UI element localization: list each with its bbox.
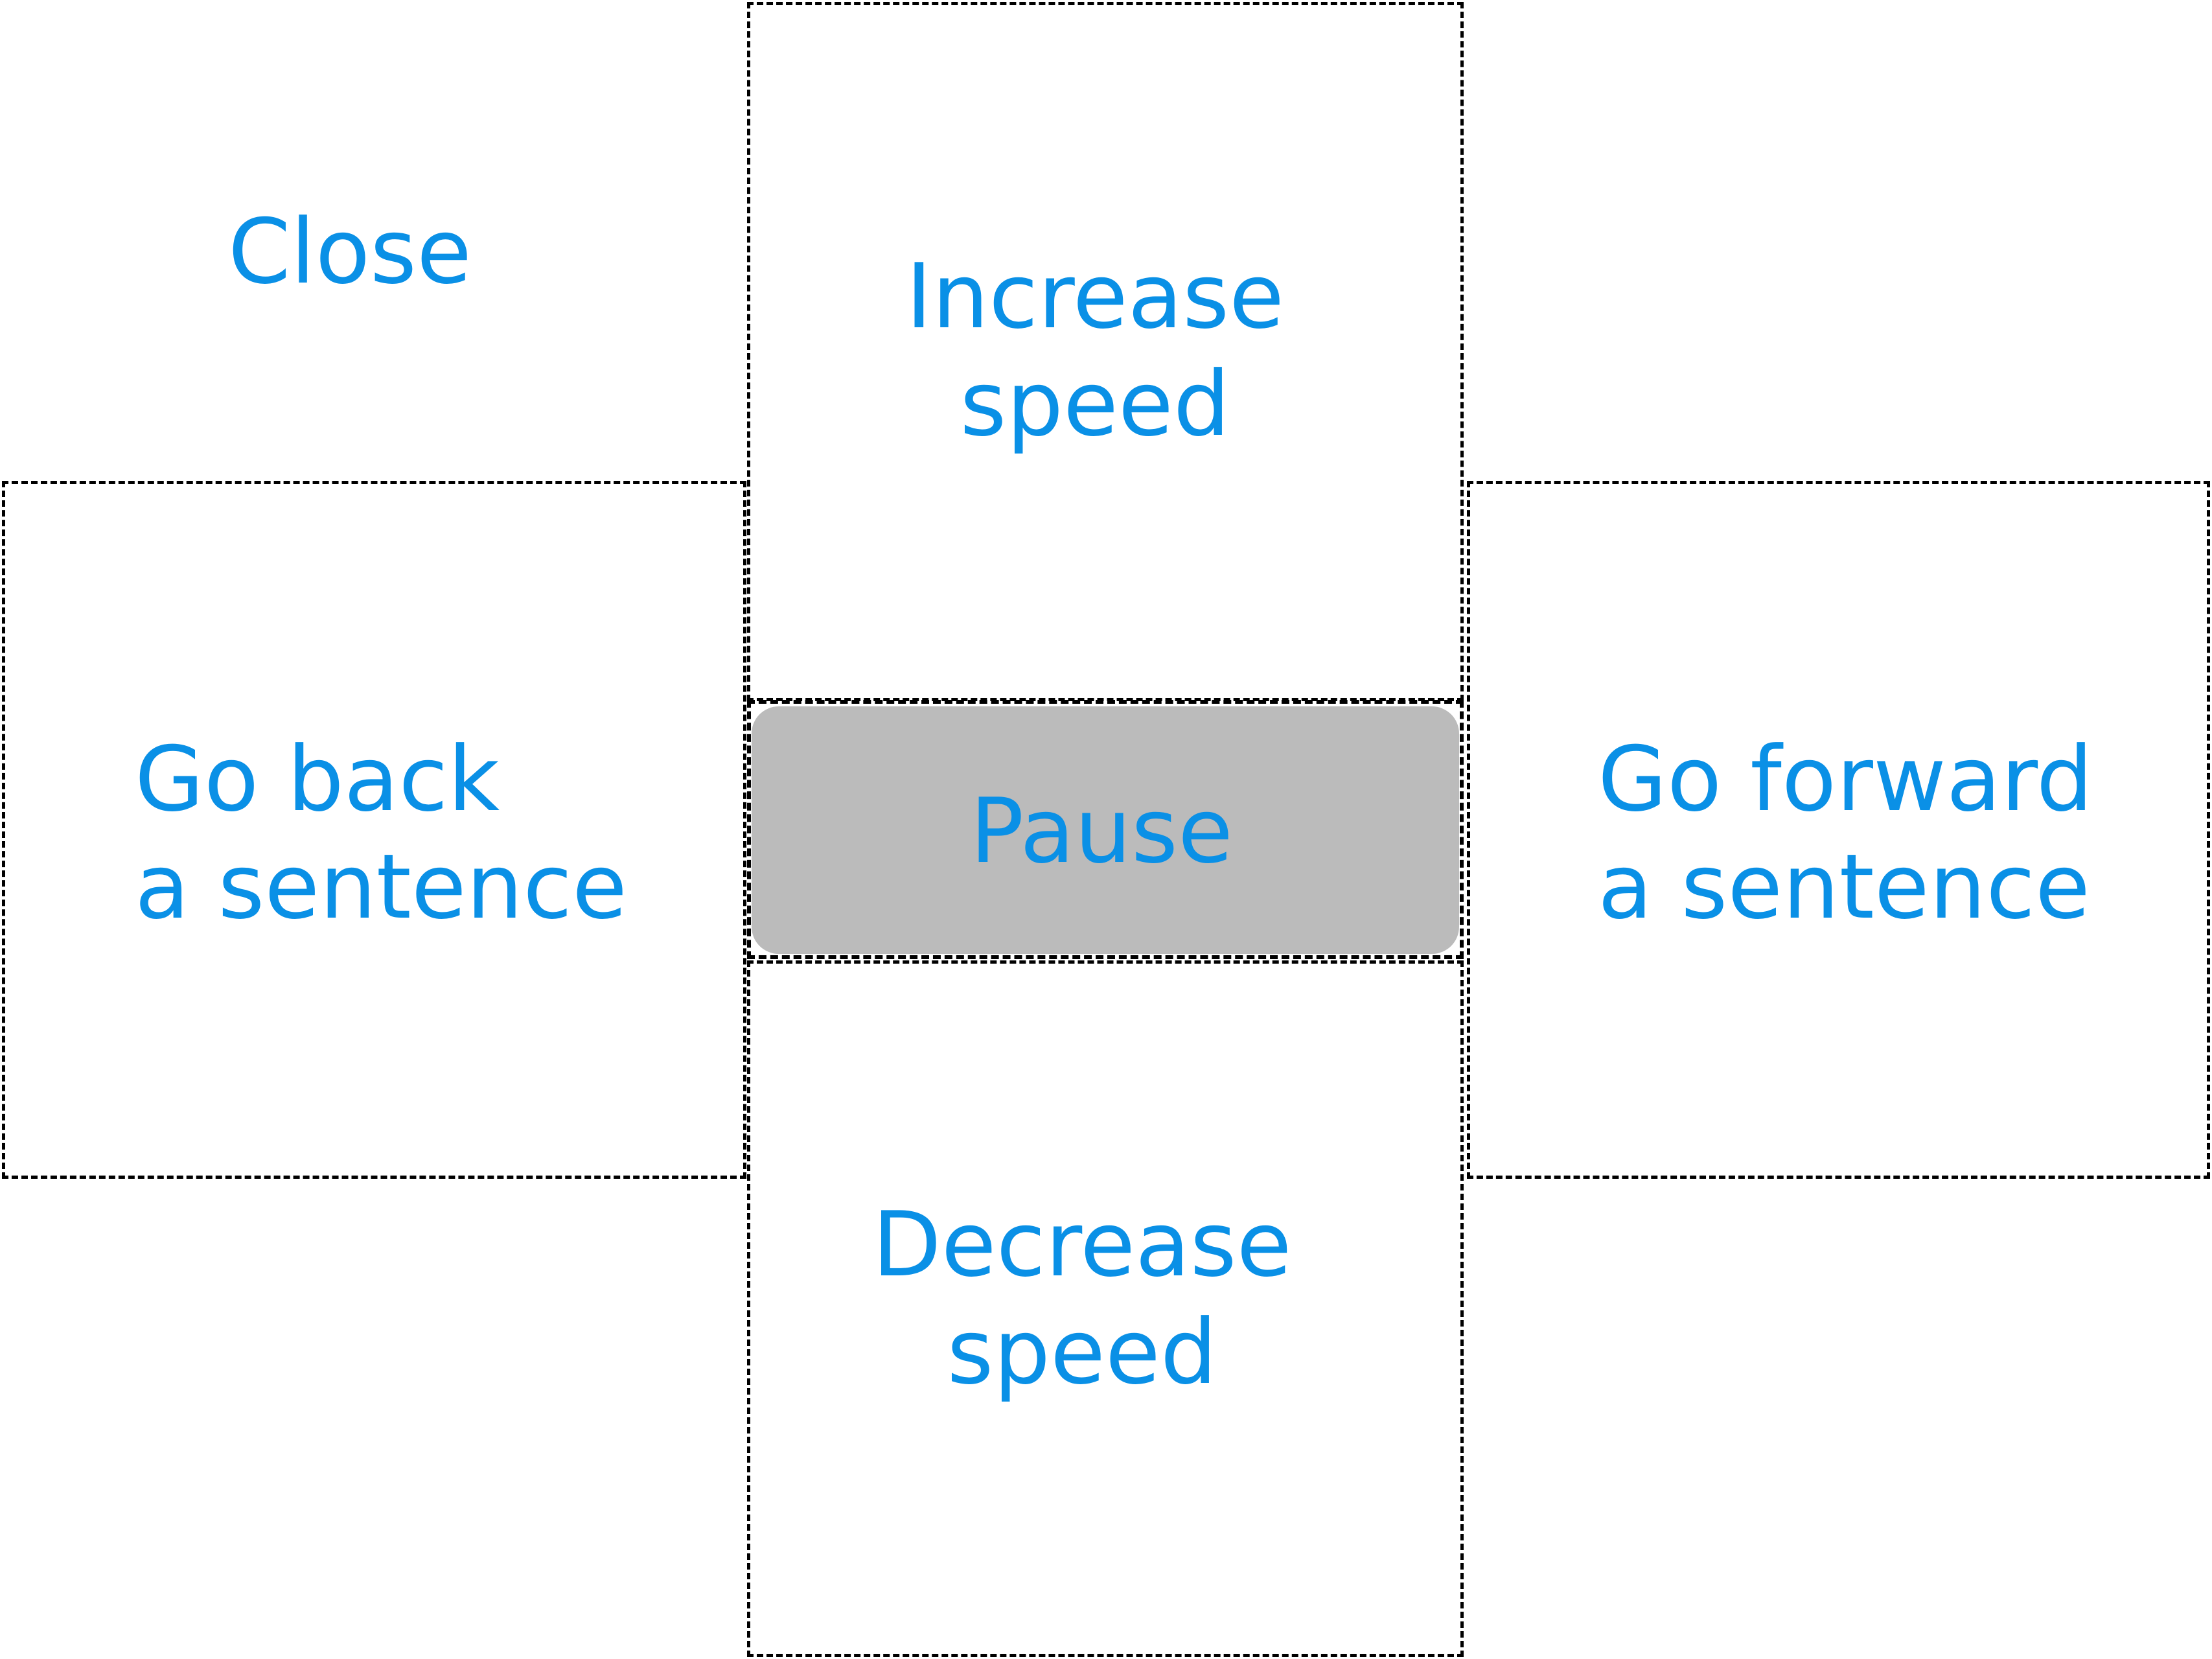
decrease-speed-label: Decrease speed bbox=[872, 1192, 1292, 1404]
go-back-sentence-zone[interactable] bbox=[2, 481, 746, 1179]
increase-speed-zone[interactable] bbox=[747, 2, 1464, 701]
go-forward-sentence-label: Go forward a sentence bbox=[1598, 727, 2093, 939]
increase-speed-label: Increase speed bbox=[905, 244, 1284, 456]
go-forward-sentence-zone[interactable] bbox=[1467, 481, 2210, 1179]
pause-button-background bbox=[752, 706, 1459, 954]
decrease-speed-zone[interactable] bbox=[747, 960, 1464, 1657]
pause-button[interactable] bbox=[747, 700, 1464, 959]
pause-label: Pause bbox=[970, 779, 1233, 883]
go-back-sentence-label: Go back a sentence bbox=[135, 727, 627, 939]
close-button[interactable]: Close bbox=[228, 200, 472, 304]
